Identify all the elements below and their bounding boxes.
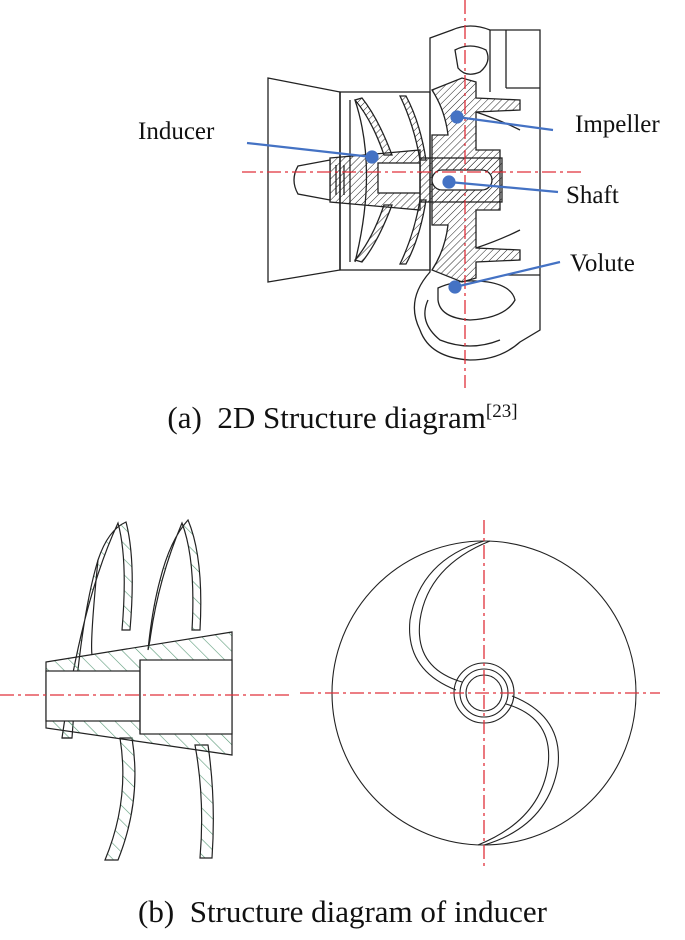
leader-inducer <box>246 141 373 159</box>
caption-a: (a) 2D Structure diagram[23] <box>0 402 685 433</box>
leader-shaft <box>448 180 559 194</box>
shaft <box>293 159 331 201</box>
leader-inducer-dot <box>365 150 379 164</box>
leader-volute-dot <box>448 280 462 294</box>
inducer-side-section <box>45 518 233 861</box>
inducer-spiral-lower <box>483 695 559 846</box>
centerlines-b-right <box>300 520 660 870</box>
leader-impeller <box>456 115 554 132</box>
leader-volute <box>454 260 561 289</box>
caption-a-ref: [23] <box>485 401 518 422</box>
label-inducer: Inducer <box>138 118 215 145</box>
caption-a-text: 2D Structure diagram <box>217 400 486 435</box>
inducer-blade-4 <box>194 744 214 859</box>
caption-a-prefix: (a) <box>167 400 202 435</box>
caption-b-text: Structure diagram of inducer <box>189 894 547 929</box>
inducer-blade-2 <box>104 737 136 861</box>
label-shaft: Shaft <box>566 182 619 209</box>
caption-b-prefix: (b) <box>138 894 175 929</box>
leaders-a <box>246 110 561 294</box>
inducer-blade-3 <box>147 518 202 651</box>
pump-cross-section <box>267 25 541 361</box>
volute-casing <box>413 25 541 361</box>
leader-shaft-dot <box>442 175 456 189</box>
centerlines-a <box>242 0 582 388</box>
label-impeller: Impeller <box>575 111 660 138</box>
inducer-spiral-upper <box>409 540 485 691</box>
caption-b: (b) Structure diagram of inducer <box>0 896 685 927</box>
label-volute: Volute <box>570 250 635 277</box>
volute-passage <box>437 280 516 321</box>
inducer-blade-upper <box>353 97 393 156</box>
leader-impeller-dot <box>450 110 464 124</box>
